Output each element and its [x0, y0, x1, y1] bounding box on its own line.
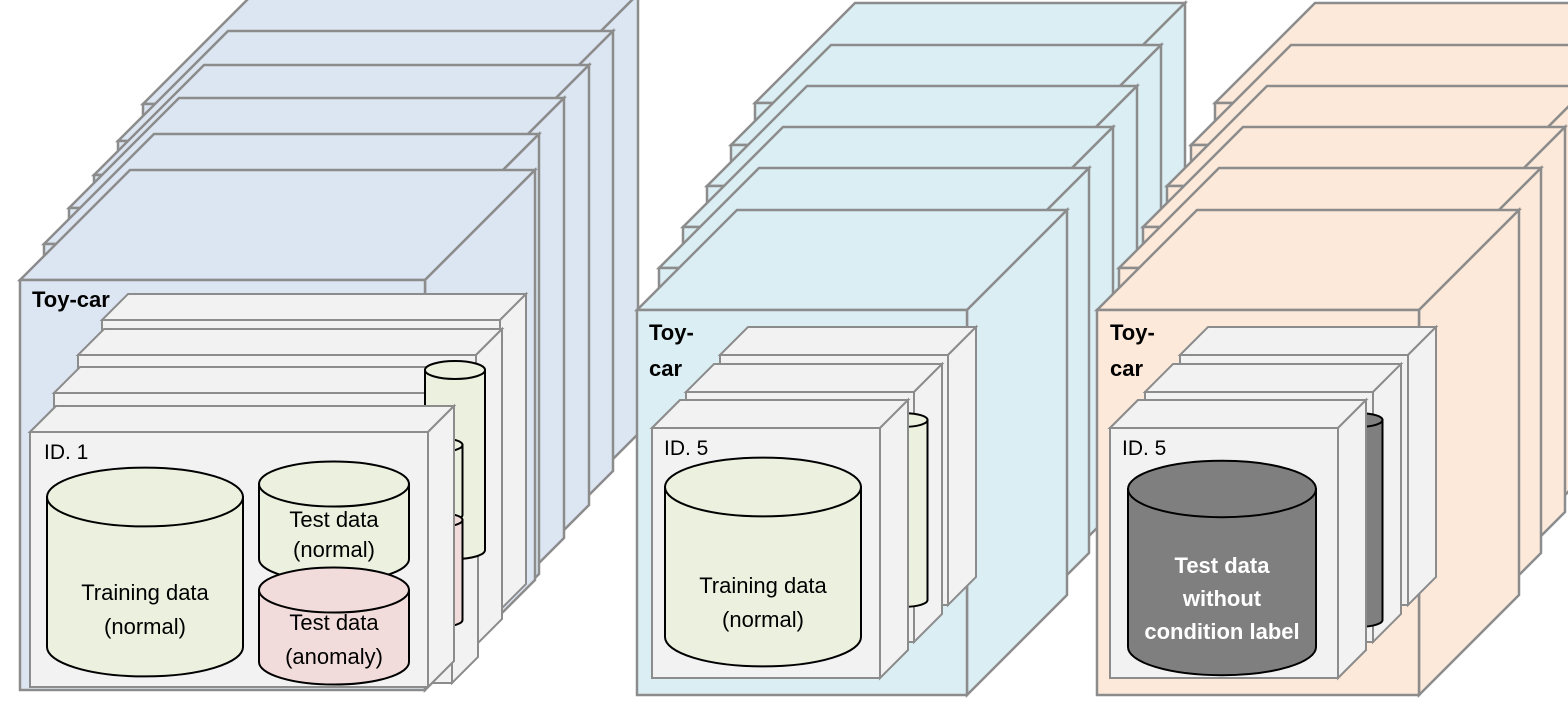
evaluation-toy-car-label-2: car — [1110, 356, 1143, 381]
development-test-anomaly-cylinder — [258, 566, 410, 686]
development-test-normal-line1: Test data — [289, 507, 379, 532]
development-id-label-front: ID. 1 — [44, 441, 88, 464]
evaluation-id-label-front: ID. 5 — [1122, 437, 1166, 460]
additional-training-line1: Training data — [699, 573, 827, 598]
development-training-line2: (normal) — [104, 614, 186, 639]
development-toy-car-label: Toy-car — [32, 287, 110, 312]
evaluation-test-line1: Test data — [1175, 553, 1271, 578]
evaluation-toy-car-label-1: Toy- — [1110, 320, 1155, 345]
additional-training-cylinder — [664, 456, 862, 668]
development-test-normal-line2: (normal) — [293, 537, 375, 562]
development-test-anomaly-line2: (anomaly) — [285, 644, 383, 669]
development-test-anomaly-line1: Test data — [289, 610, 379, 635]
development-training-line1: Training data — [81, 580, 209, 605]
additional-toy-car-label-1: Toy- — [649, 320, 694, 345]
additional-id-label-front: ID. 5 — [664, 437, 708, 460]
evaluation-test-line3: condition label — [1144, 619, 1299, 644]
additional-toy-car-label-2: car — [649, 356, 682, 381]
evaluation-test-cylinder — [1127, 459, 1317, 677]
development-test-normal-cylinder — [258, 460, 410, 583]
evaluation-test-line2: without — [1182, 586, 1262, 611]
additional-training-line2: (normal) — [722, 607, 804, 632]
development-training-cylinder — [46, 466, 244, 678]
